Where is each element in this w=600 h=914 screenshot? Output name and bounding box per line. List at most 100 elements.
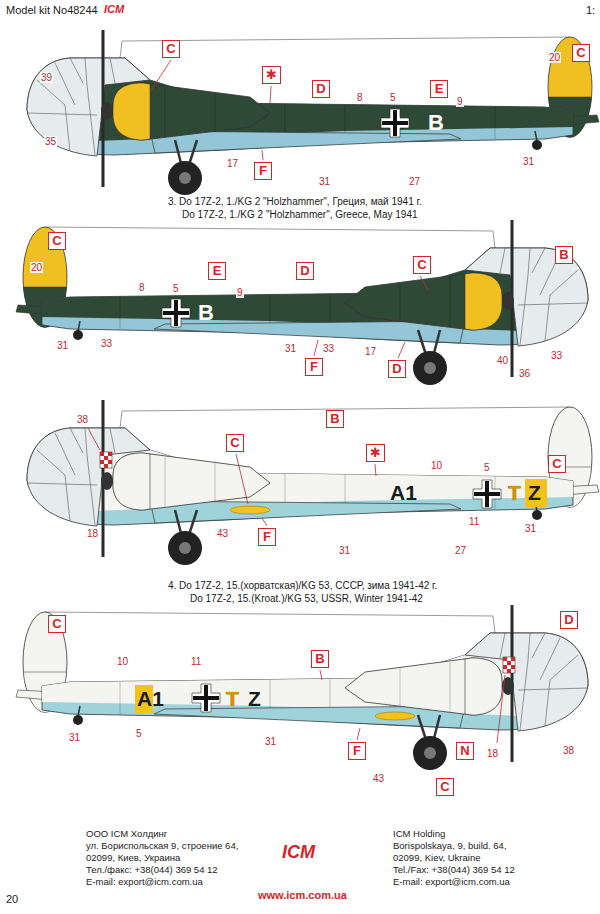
callout-number: 11 [468,516,480,527]
callout-letter: N [460,743,469,758]
aircraft-code: A1 [390,481,417,505]
callout-letter: F [259,163,267,178]
callout-letter: C [440,779,449,794]
callout-box: F [254,162,272,180]
callout-letter: C [166,41,175,56]
callout-box: N [456,742,474,760]
page-heading: Model kit No48244 [6,4,98,17]
address-line: Borispolskaya, 9, build. 64, [393,840,507,852]
aircraft-code: T [226,687,239,711]
brand-logo: ICM [104,3,124,16]
callout-box: B [555,246,573,264]
web-address: www.icm.com.ua [258,889,347,902]
callout-box: E [208,262,226,280]
callout-box: D [296,262,314,280]
callout-number: 20 [30,262,43,273]
brand-logo: ICM [282,842,315,862]
callout-number: 18 [86,528,99,539]
aircraft-code: Z [528,481,541,505]
callout-box: F [258,528,276,546]
callout-box: C [48,232,66,250]
callout-number: 31 [56,340,69,351]
callout-number: 40 [496,355,509,366]
callout-number: 31 [284,343,297,354]
callout-box: F [305,358,323,376]
callout-number: 39 [40,72,53,83]
callout-box: C [548,455,566,473]
callout-letter: C [52,616,61,631]
callout-number: 5 [483,462,491,473]
address-line: Тел./факс: +38(044) 369 54 12 [86,864,218,876]
callout-letter: F [263,529,271,544]
callout-letter: C [576,45,585,60]
address-line: E-mail: export@icm.com.ua [393,876,510,888]
aircraft-code: Z [248,687,261,711]
callout-number: 33 [322,343,335,354]
callout-number: 43 [216,528,229,539]
callout-number: 38 [562,745,575,756]
callout-letter: D [300,263,309,278]
callout-number: 8 [138,282,146,293]
callout-number: 36 [518,368,531,379]
callout-letter: B [330,411,339,426]
callout-number: 35 [44,136,57,147]
callout-letter: ✱ [266,67,277,82]
callout-letter: F [353,743,361,758]
callout-letter: C [52,233,61,248]
callout-number: 5 [135,728,143,739]
callout-number: 31 [264,736,277,747]
page-heading: 20 [6,893,18,906]
callout-box: C [226,434,244,452]
address-line: 02099, Kiev, Ukraine [393,852,481,864]
page-heading: 1: [586,4,595,17]
callout-box: B [326,410,344,428]
callout-number: 31 [522,156,535,167]
aircraft-code: B [198,301,214,325]
callout-number: 27 [408,176,421,187]
callout-box: C [48,615,66,633]
callout-box: F [348,742,366,760]
address-line: Tel./Fax: +38(044) 369 54 12 [393,864,515,876]
callout-number: 17 [364,346,377,357]
callout-number: 5 [389,92,397,103]
callout-number: 10 [430,460,443,471]
scheme-caption: 3. Do 17Z-2, 1./KG 2 "Holzhammer", Греци… [168,196,422,208]
callout-box: C [413,256,431,274]
callout-number: 31 [318,176,331,187]
address-line: ул. Бориспольская 9, строение 64, [86,840,238,852]
callout-letter: C [230,435,239,450]
callout-box: D [560,611,578,629]
scheme-caption: Do 17Z-2, 1./KG 2 "Holzhammer", Greece, … [182,209,418,221]
callout-box: C [436,778,454,796]
address-line: ООО ICM Холдинг [86,828,167,840]
callout-letter: C [417,257,426,272]
callout-number: 5 [172,283,180,294]
callout-number: 11 [190,656,202,667]
callout-box: E [430,80,448,98]
callout-letter: B [559,247,568,262]
callout-number: 27 [454,545,467,556]
scheme-caption: 4. Do 17Z-2, 15.(хорватская)/KG 53, СССР… [168,580,437,592]
callout-number: 9 [236,287,244,298]
aircraft-code: T [508,481,521,505]
callout-box: B [311,650,329,668]
callout-number: 43 [372,773,385,784]
callout-letter: ✱ [370,445,381,460]
callout-number: 33 [100,338,113,349]
callout-box: C [572,44,590,62]
address-line: 02099, Киев, Украина [86,852,180,864]
callout-letter: C [552,456,561,471]
callout-box: C [162,40,180,58]
callout-letter: E [213,263,222,278]
callout-box: ✱ [366,444,385,462]
callout-number: 9 [456,96,464,107]
callout-letter: B [315,651,324,666]
callout-number: 31 [68,732,81,743]
address-line: E-mail: export@icm.com.ua [86,876,203,888]
callout-letter: F [310,359,318,374]
callout-number: 31 [338,545,351,556]
aircraft-code: B [428,111,444,135]
